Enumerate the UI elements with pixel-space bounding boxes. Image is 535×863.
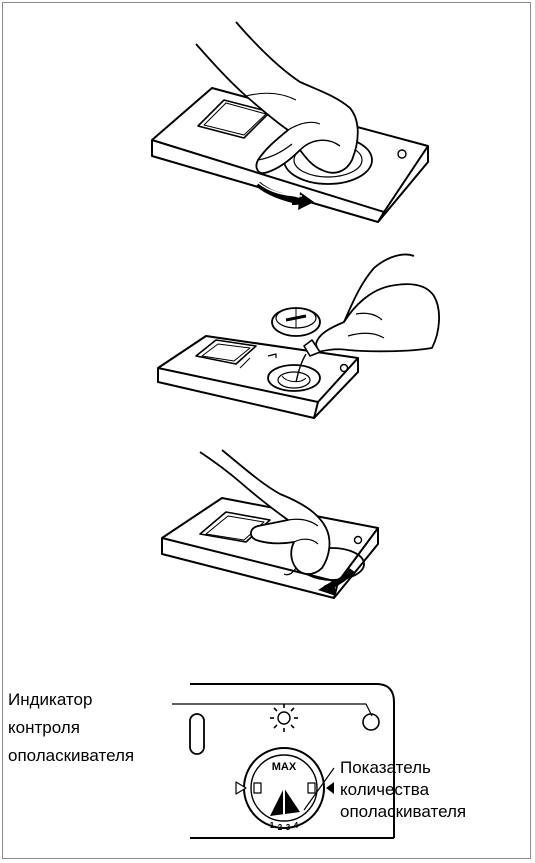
level-label-line-2: количества	[340, 778, 429, 801]
level-label-line-1: Показатель	[340, 756, 431, 779]
indicator-label-line-3: ополаскивателя	[8, 744, 134, 767]
dial-max-label: MAX	[272, 761, 297, 773]
indicator-label-line-1: Индикатор	[8, 688, 92, 711]
indicator-panel: MAX 1 2 3 4 Индикатор контроля ополаскив…	[0, 660, 535, 860]
dial-number-4: 4	[294, 821, 299, 830]
step-fill-rinse-aid-illustration	[0, 240, 535, 440]
level-label-line-3: ополаскивателя	[340, 800, 466, 823]
indicator-label-line-2: контроля	[8, 716, 80, 739]
dial-number-2: 2	[278, 823, 283, 832]
dial-number-3: 3	[286, 823, 291, 832]
step-close-cap-illustration	[0, 440, 535, 640]
dial-number-1: 1	[270, 821, 275, 830]
step-open-cap-illustration	[0, 0, 535, 240]
